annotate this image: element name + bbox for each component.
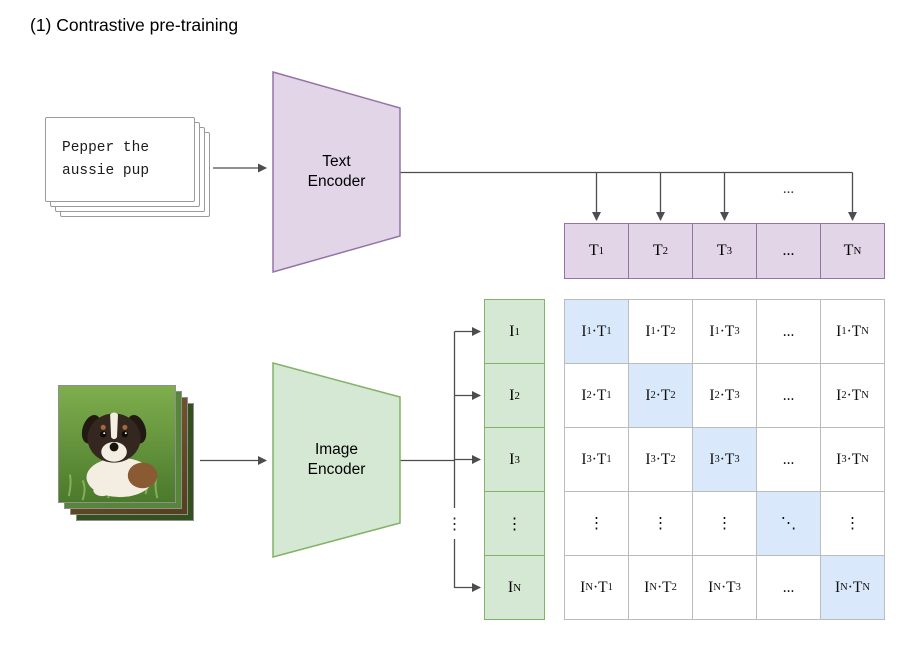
- matrix-cell: ⋱: [757, 492, 820, 555]
- text-encoder-label: Text Encoder: [307, 152, 366, 190]
- matrix-cell: ...: [757, 300, 820, 363]
- matrix-cell: ⋮: [821, 492, 884, 555]
- text-encoder-block: Text Encoder: [272, 71, 401, 273]
- t-row-ellipsis: ...: [782, 181, 795, 197]
- t-cell: ...: [757, 224, 820, 278]
- image-encoder-label: Image Encoder: [307, 440, 366, 478]
- photo-card-front: [58, 385, 176, 503]
- i-cell: ⋮: [485, 492, 544, 555]
- image-encoder-block: Image Encoder: [272, 362, 401, 558]
- matrix-cell: ⋮: [629, 492, 692, 555]
- image-branch-ellipsis: ⋮: [447, 508, 463, 539]
- text-encoder-trapezoid: [272, 71, 401, 273]
- puppy-photo: [59, 386, 175, 502]
- image-encoder-trapezoid: [272, 362, 401, 558]
- diagram-title: (1) Contrastive pre-training: [30, 15, 239, 35]
- matrix-cell: ⋮: [565, 492, 628, 555]
- matrix-cell: ...: [757, 556, 820, 619]
- text-card-front: Pepper the aussie pup: [45, 117, 195, 202]
- matrix-cell: ...: [757, 428, 820, 491]
- text-caption: Pepper the aussie pup: [62, 140, 150, 179]
- matrix-cell: ⋮: [693, 492, 756, 555]
- matrix-cell: ...: [757, 364, 820, 427]
